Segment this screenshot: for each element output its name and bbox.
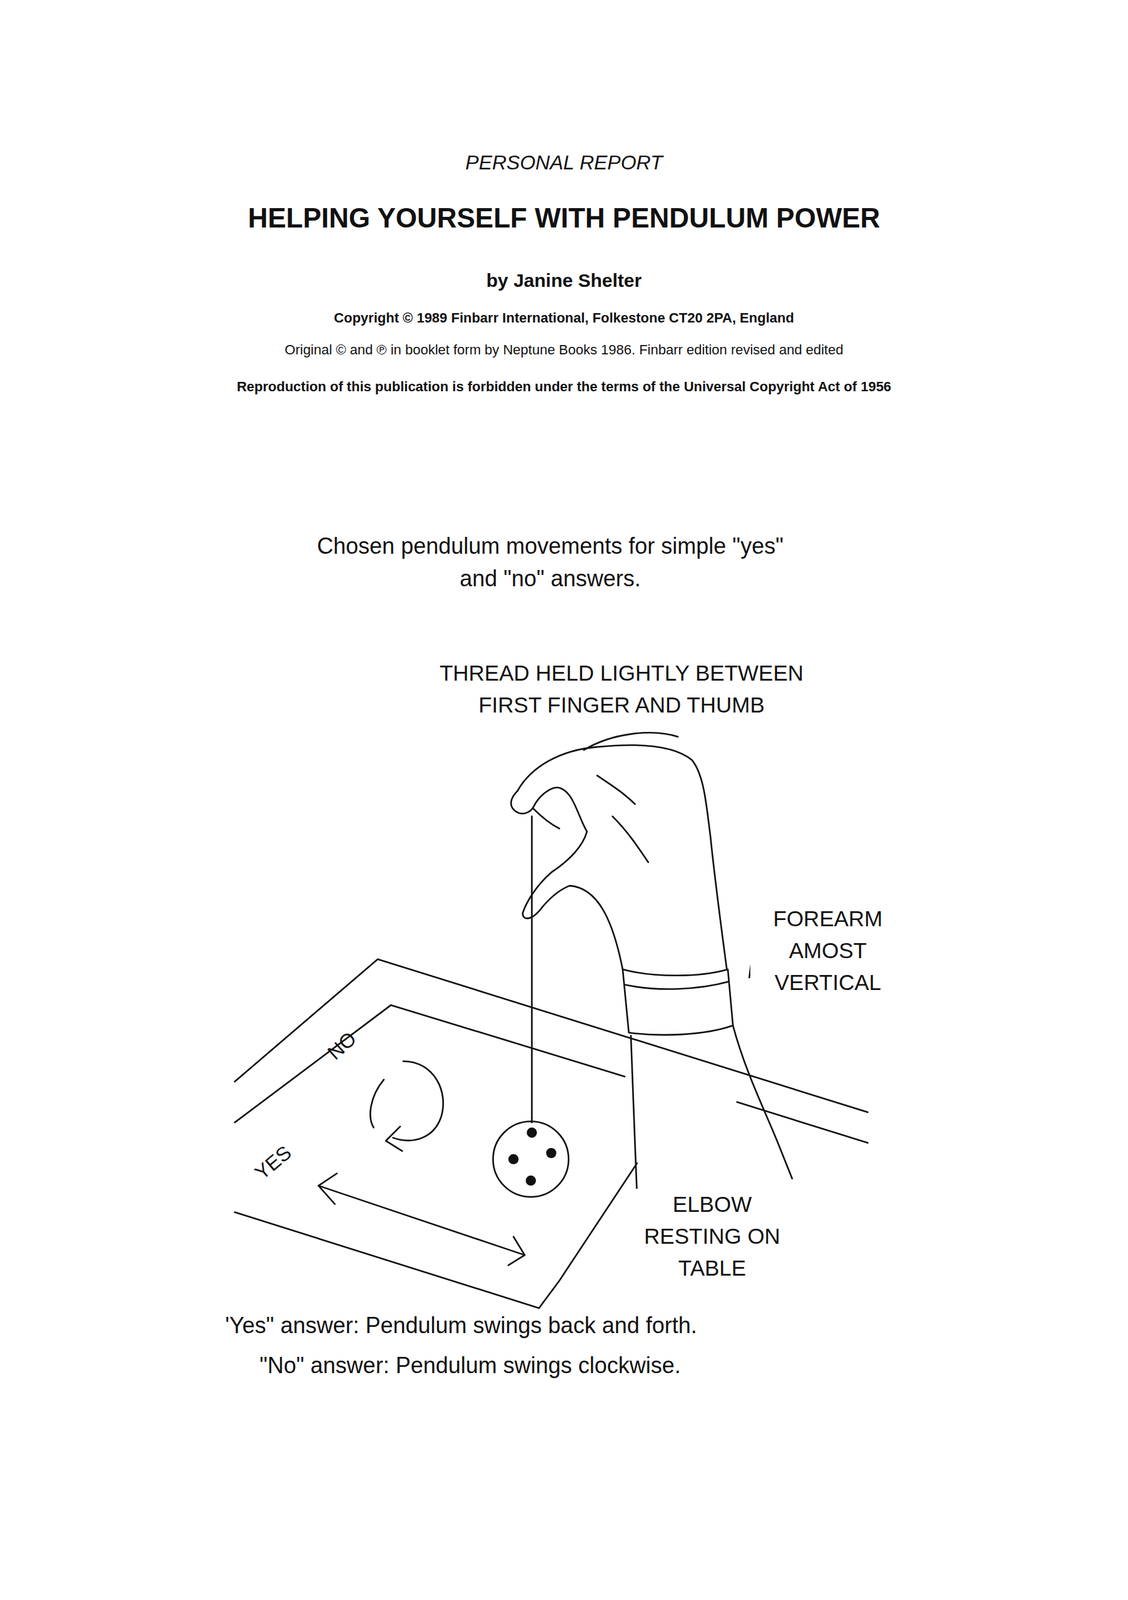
leader-line bbox=[584, 732, 678, 751]
swing-arrow bbox=[318, 1186, 525, 1256]
arrow-head bbox=[508, 1237, 525, 1267]
copyright-note: Copyright © 1989 Finbarr International, … bbox=[25, 308, 1103, 329]
bob-dot bbox=[525, 1176, 536, 1187]
arrow-head bbox=[318, 1174, 337, 1205]
edition-note: Original © and ℗ in booklet form by Nept… bbox=[25, 340, 1103, 361]
pendulum-bob bbox=[493, 1121, 570, 1198]
answer-mark: YES bbox=[248, 1139, 298, 1187]
clockwise-arrow bbox=[370, 1079, 384, 1128]
table-edge bbox=[234, 1213, 539, 1309]
thread bbox=[530, 816, 533, 1123]
hand bbox=[517, 745, 728, 970]
hand bbox=[510, 787, 587, 833]
author-line: by Janine Shelter bbox=[25, 267, 1103, 294]
table-edge bbox=[538, 1163, 638, 1309]
table-edge bbox=[234, 1005, 625, 1123]
callout-label: THREAD HELD LIGHTLY BETWEEN FIRST FINGER… bbox=[431, 657, 812, 722]
forearm bbox=[630, 1036, 638, 1195]
answer-note: "No" answer: Pendulum swings clockwise. bbox=[259, 1350, 681, 1382]
bob-dot bbox=[545, 1148, 556, 1159]
cuff bbox=[622, 969, 733, 1036]
page-title: HELPING YOURSELF WITH PENDULUM POWER bbox=[25, 198, 1103, 238]
arrow-head bbox=[385, 1126, 403, 1152]
report-type: PERSONAL REPORT bbox=[25, 148, 1103, 177]
answer-note: 'Yes" answer: Pendulum swings back and f… bbox=[225, 1310, 698, 1342]
callout-label: FOREARM AMOST VERTICAL bbox=[750, 903, 906, 999]
hand bbox=[532, 808, 559, 830]
bob-dot bbox=[526, 1128, 537, 1139]
hand-detail bbox=[612, 816, 649, 863]
reproduction-note: Reproduction of this publication is forb… bbox=[25, 377, 1103, 398]
hand-detail bbox=[597, 775, 635, 805]
table-edge bbox=[737, 1102, 868, 1144]
hand bbox=[522, 832, 623, 970]
cuff bbox=[624, 982, 730, 990]
figure-caption: Chosen pendulum movements for simple "ye… bbox=[300, 530, 801, 596]
bob-dot bbox=[508, 1154, 519, 1165]
clockwise-arrow bbox=[393, 1061, 444, 1142]
forearm bbox=[732, 1026, 793, 1180]
callout-label: ELBOW RESTING ON TABLE bbox=[631, 1189, 793, 1285]
